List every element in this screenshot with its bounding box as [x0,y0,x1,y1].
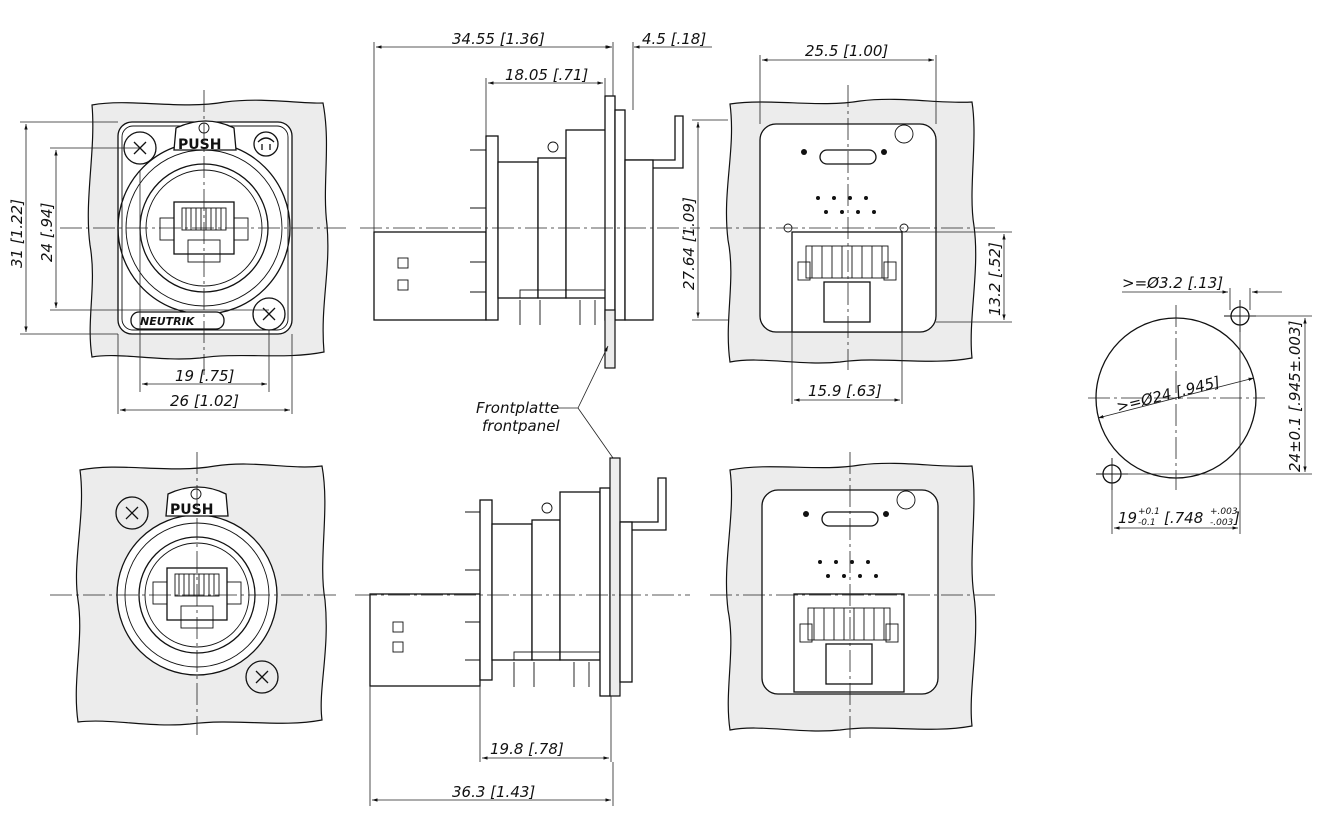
dim-front-height: 31 [1.22] [8,121,118,335]
dim-side-height: 27.64 [1.09] [680,119,728,321]
push-label: PUSH [170,502,213,518]
svg-text:-0.1: -0.1 [1138,518,1156,528]
dim-side-flange: 4.5 [.18] [606,30,712,110]
svg-text:27.64 [1.09]: 27.64 [1.09] [680,197,698,290]
front-view-bottom: PUSH [75,463,327,726]
dim-rear-jack-width: 15.9 [.63] [791,332,903,404]
svg-text:24±0.1 [.945±.003]: 24±0.1 [.945±.003] [1286,321,1304,472]
rear-body [369,593,481,687]
svg-text:+.003: +.003 [1210,507,1238,517]
svg-text:]: ] [1233,509,1240,527]
svg-text:24 [.94]: 24 [.94] [38,202,56,262]
svg-text:34.55 [1.36]: 34.55 [1.36] [452,30,545,48]
rear-view-top [725,98,977,364]
svg-text:Frontplatte: Frontplatte [476,399,559,417]
dim-side-overall-bottom: 36.3 [1.43] [369,686,614,806]
svg-text:36.3 [1.43]: 36.3 [1.43] [452,783,535,801]
svg-text:31 [1.22]: 31 [1.22] [8,199,26,268]
rear-view-bottom [725,462,977,732]
svg-text:[.748: [.748 [1164,509,1203,527]
dim-side-overall-top: 34.55 [1.36] [373,30,614,232]
svg-text:19: 19 [1118,509,1137,527]
svg-text:4.5 [.18]: 4.5 [.18] [642,30,706,48]
dim-rear-width: 25.5 [1.00] [759,42,937,124]
svg-text:25.5 [1.00]: 25.5 [1.00] [805,42,888,60]
svg-text:13.2 [.52]: 13.2 [.52] [986,242,1004,316]
svg-text:>=Ø3.2 [.13]: >=Ø3.2 [.13] [1122,274,1223,292]
dim-rear-jack-height: 13.2 [.52] [902,231,1012,323]
dim-front-width: 26 [1.02] [117,334,293,414]
dim-front-screw-spacing: 19 [.75] [139,170,270,392]
svg-text:26 [1.02]: 26 [1.02] [170,392,239,410]
pin-grid [816,196,876,214]
svg-text:-.003: -.003 [1210,518,1234,528]
screw-icon [245,660,279,694]
front-view-top: PUSH NEUTRIK [87,99,329,360]
frontpanel-section [604,309,616,369]
flange [599,487,611,697]
svg-text:+0.1: +0.1 [1138,507,1160,517]
svg-text:frontpanel: frontpanel [482,417,560,435]
dim-side-depth-bottom: 19.8 [.78] [479,680,612,762]
dim-side-depth-top: 18.05 [.71] [485,66,606,136]
push-label: PUSH [178,137,221,153]
neutrik-badge: NEUTRIK [130,311,225,330]
dim-cutout-horizontal: 19 +0.1 -0.1 [.748 +.003 -.003 ] [1111,326,1241,534]
svg-text:18.05 [.71]: 18.05 [.71] [505,66,588,84]
svg-text:19 [.75]: 19 [.75] [175,367,235,385]
flange [604,95,616,321]
pin-grid [818,560,878,578]
svg-text:>=Ø24 [.945]: >=Ø24 [.945] [1115,373,1222,416]
svg-text:NEUTRIK: NEUTRIK [140,315,196,328]
side-view-bottom [369,457,667,697]
dim-front-inner-height: 24 [.94] [38,147,269,311]
side-view-top [373,95,684,369]
neutrik-logo-icon [253,131,279,157]
push-latch [173,120,237,151]
dim-cutout-vertical: 24±0.1 [.945±.003] [1112,315,1312,475]
screw-icon [115,496,149,530]
dim-cutout-hole: >=Ø3.2 [.13] [1122,274,1282,310]
frontpanel-callout: Frontplatte frontpanel [476,345,621,469]
svg-text:15.9 [.63]: 15.9 [.63] [808,382,882,400]
svg-text:19.8 [.78]: 19.8 [.78] [490,740,564,758]
frontpanel-section [609,457,621,697]
rear-body [373,231,487,321]
contact-block [497,161,539,299]
pcb-plate [479,499,493,681]
panel-cutout-drawing: >=Ø24 [.945] [1088,300,1265,490]
